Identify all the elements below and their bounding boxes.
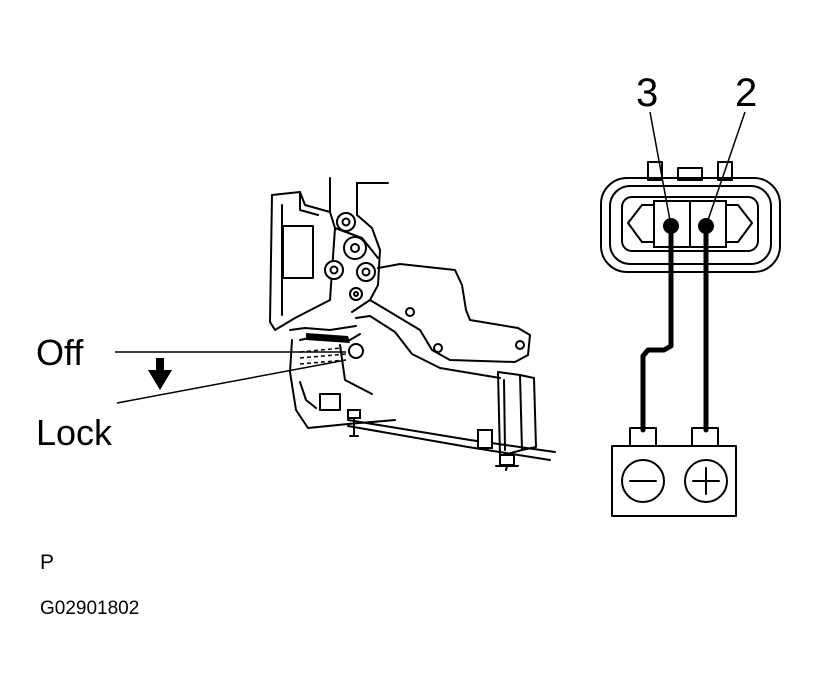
position-label: P	[40, 551, 54, 574]
off-lock-indicator	[115, 351, 347, 404]
connector	[600, 161, 781, 273]
pin-3-label: 3	[636, 71, 658, 115]
wiring	[640, 111, 746, 433]
figure-code: G02901802	[40, 598, 139, 619]
positive-sign: +	[0, 0, 1, 1]
battery-icon	[611, 427, 737, 517]
pin-2-label: 2	[735, 71, 757, 115]
pin-2-terminal	[698, 218, 714, 234]
pin-3-terminal	[663, 218, 679, 234]
lock-label: Lock	[36, 412, 113, 453]
lock-mechanism	[269, 177, 556, 471]
off-label: Off	[36, 332, 84, 373]
down-arrow-icon	[148, 358, 172, 390]
